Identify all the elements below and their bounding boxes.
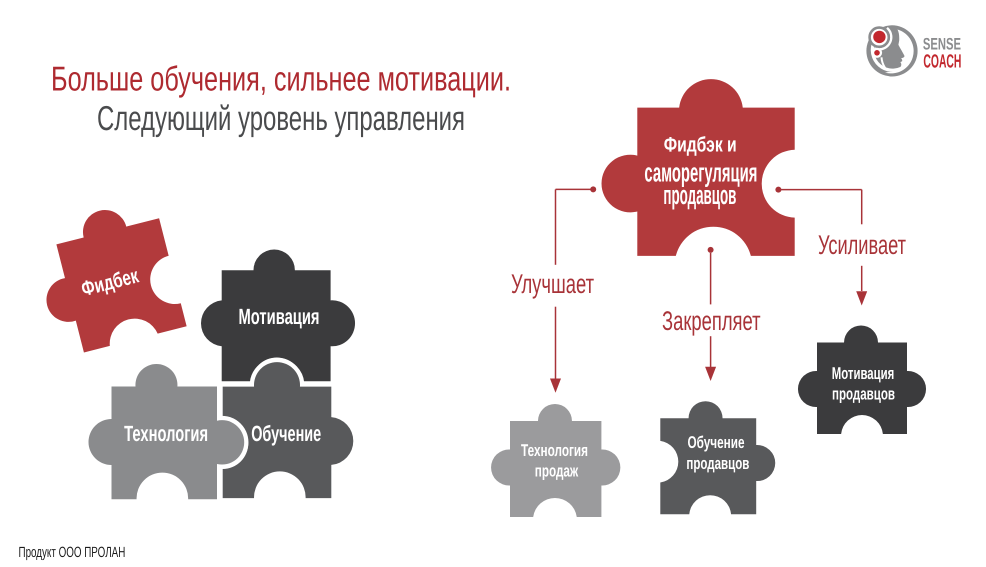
svg-text:продавцов: продавцов bbox=[832, 384, 895, 403]
svg-text:COACH: COACH bbox=[923, 52, 961, 73]
svg-text:продавцов: продавцов bbox=[686, 454, 749, 473]
svg-text:Больше обучения, сильнее мотив: Больше обучения, сильнее мотивации. bbox=[51, 61, 511, 99]
svg-text:Мотивация: Мотивация bbox=[832, 364, 895, 383]
svg-text:Технология: Технология bbox=[521, 441, 588, 460]
svg-text:продаж: продаж bbox=[535, 461, 579, 480]
svg-text:Фидбэк и: Фидбэк и bbox=[664, 133, 737, 156]
svg-text:Мотивация: Мотивация bbox=[239, 304, 320, 329]
svg-text:Продукт ООО ПРОЛАН: Продукт ООО ПРОЛАН bbox=[19, 545, 126, 561]
svg-text:SENSE: SENSE bbox=[923, 35, 961, 54]
svg-text:продавцов: продавцов bbox=[663, 180, 736, 210]
svg-text:Улучшает: Улучшает bbox=[511, 269, 594, 299]
svg-text:Обучение: Обучение bbox=[251, 421, 321, 446]
svg-text:Следующий уровень управления: Следующий уровень управления bbox=[97, 100, 465, 138]
svg-text:Технология: Технология bbox=[124, 421, 208, 446]
svg-text:Обучение: Обучение bbox=[688, 433, 745, 452]
svg-text:Закрепляет: Закрепляет bbox=[662, 306, 761, 336]
svg-text:саморегуляция: саморегуляция bbox=[644, 158, 757, 188]
svg-text:Усиливает: Усиливает bbox=[818, 230, 906, 260]
